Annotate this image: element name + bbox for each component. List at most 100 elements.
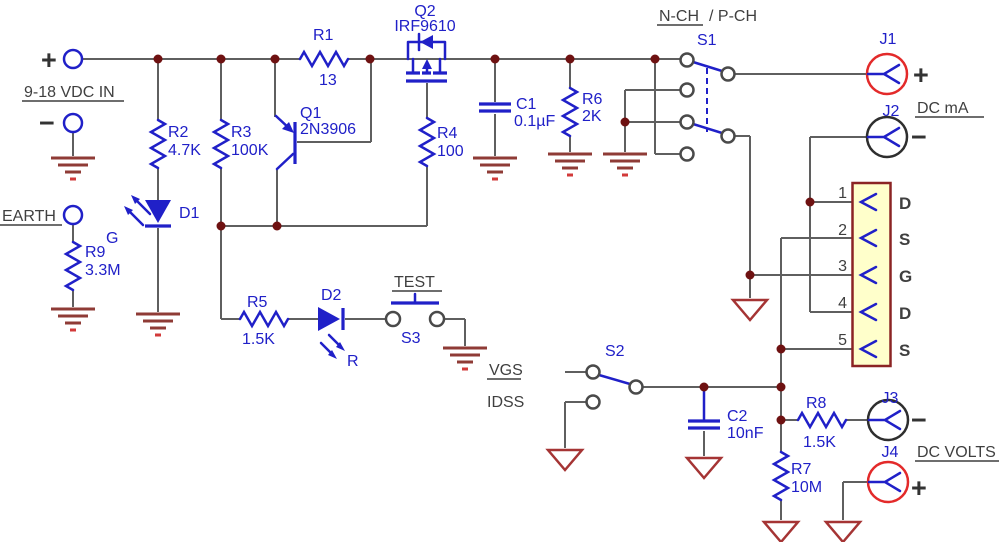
connector-block [851,181,892,368]
resistor-r7-ref: R7 [791,461,812,478]
resistor-r1-ref: R1 [313,27,334,44]
resistor-r5-value: 1.5K [242,331,275,348]
power-plus-sign: + [41,45,57,75]
pin-3-number: 3 [838,258,847,275]
s1-arm-top [691,60,724,73]
ground-earth-r9 [51,307,95,332]
capacitor-c1-symbol [479,102,511,113]
s3-contacts [384,310,446,328]
led-d1-ref: D1 [179,205,200,222]
dc-ma-label: DC mA [917,100,969,117]
s1-mode-pch-label: / P-CH [709,8,757,25]
jack-j2-label: J2 [883,103,900,120]
ground-earth-s3 [443,346,487,371]
ground-earth-r6 [548,152,592,177]
terminal-plus [62,48,84,70]
connector-pin-chevrons [858,192,878,359]
ground-triangle-s2 [545,448,585,472]
test-label: TEST [394,274,435,291]
pin-5-number: 5 [838,332,847,349]
resistor-r8-ref: R8 [806,395,827,412]
resistor-r9-symbol [63,240,83,292]
pin-1-number: 1 [838,185,847,202]
jack-j3-label: J3 [882,390,899,407]
ground-triangle-j4 [823,520,863,542]
ground-earth-d1 [136,312,180,337]
pin-4-letter: D [899,304,911,323]
wire-net [72,58,868,520]
s1-mode-nch-label: N-CH [659,8,699,25]
resistor-r7-symbol [771,450,791,502]
transistor-q1-ref: Q1 [300,105,321,122]
resistor-r2-ref: R2 [168,124,189,141]
idss-label: IDSS [487,394,524,411]
power-minus-sign: − [39,108,55,138]
s2-contacts [585,364,644,410]
dc-volts-label: DC VOLTS [917,444,996,461]
ground-earth-minus [51,156,95,181]
capacitor-c2-symbol [688,419,720,430]
resistor-r3-value: 100K [231,142,269,159]
pin-5-letter: S [899,341,910,360]
resistor-r1-symbol [298,49,350,69]
vgs-label: VGS [489,362,523,379]
mosfet-q2-symbol [406,32,447,83]
capacitor-c1-ref: C1 [516,96,537,113]
terminal-earth [62,204,84,226]
capacitor-c2-ref: C2 [727,408,748,425]
jack-j1-sign: + [913,60,929,90]
resistor-r3-symbol [211,118,231,170]
resistor-r7-value: 10M [791,479,822,496]
terminal-minus [62,112,84,134]
switch-s1-ref: S1 [697,32,717,49]
jack-j4-chevron [867,471,902,493]
jack-j4-label: J4 [882,444,899,461]
junction-dots [153,54,815,425]
transistor-q2-part: IRF9610 [394,18,455,35]
transistor-q2-ref: Q2 [414,3,435,20]
jack-j1-label: J1 [880,31,897,48]
ground-triangle-pin3 [730,298,770,322]
resistor-r4-symbol [417,116,437,168]
resistor-r9-ref: R9 [85,244,106,261]
led-d2-ref: D2 [321,287,342,304]
switch-s2-ref: S2 [605,343,625,360]
resistor-r5-symbol [238,309,290,329]
resistor-r5-ref: R5 [247,294,268,311]
resistor-r6-ref: R6 [582,91,603,108]
ground-triangle-c2 [684,456,724,480]
resistor-r1-value: 13 [319,72,337,89]
pin-1-letter: D [899,194,911,213]
s1-contacts [679,52,736,162]
jack-j1-chevron [866,63,901,85]
resistor-r2-symbol [148,118,168,170]
resistor-r9-value: 3.3M [85,262,121,279]
resistor-r4-value: 100 [437,143,464,160]
ground-triangle-r7 [761,520,801,542]
jack-j4-sign: + [911,473,927,503]
resistor-r6-value: 2K [582,108,602,125]
pin-4-number: 4 [838,295,847,312]
pin-3-letter: G [899,267,912,286]
capacitor-c2-value: 10nF [727,425,764,442]
resistor-r3-ref: R3 [231,124,252,141]
led-d1-color: G [106,230,118,247]
power-input-label: 9-18 VDC IN [24,84,115,101]
led-d2-symbol [318,307,345,359]
jack-j3-sign: − [911,405,927,435]
pin-2-letter: S [899,230,910,249]
capacitor-c1-value: 0.1µF [514,113,555,130]
pin-2-number: 2 [838,222,847,239]
earth-label: EARTH [2,208,56,225]
transistor-q1-part: 2N3906 [300,121,356,138]
switch-s3-ref: S3 [401,330,421,347]
ground-earth-s1 [603,152,647,177]
resistor-r2-value: 4.7K [168,142,201,159]
bjt-q1-symbol [274,114,297,171]
resistor-r6-symbol [560,86,580,138]
jack-j3-chevron [867,409,902,431]
s2-arm [597,373,632,386]
ground-earth-c1 [473,156,517,181]
